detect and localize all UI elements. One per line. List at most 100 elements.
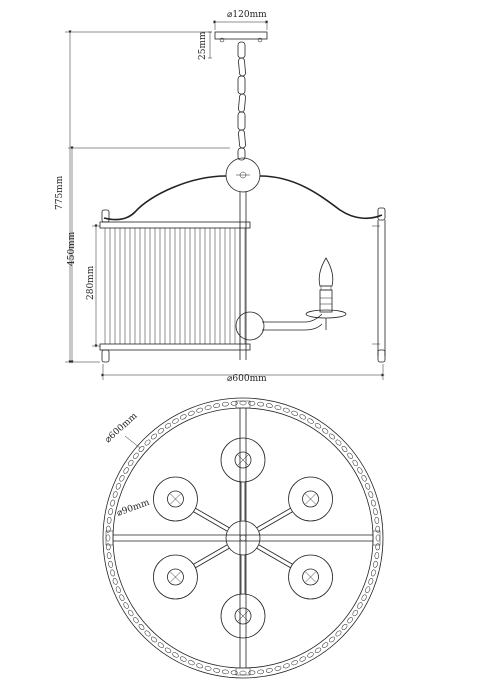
end-cap-left — [105, 530, 114, 546]
bead — [314, 423, 322, 429]
elevation-view: ⌀120mm 25mm 775mm 450mm 280mm ⌀600mm — [55, 10, 386, 384]
arm — [258, 511, 293, 532]
arm — [195, 547, 230, 569]
plan-hub — [225, 520, 261, 556]
bead — [144, 630, 151, 637]
candle-cup — [153, 476, 198, 522]
dim-shade-height: 280mm — [86, 265, 96, 300]
arm — [195, 507, 230, 529]
glass-rods — [104, 228, 246, 344]
bead — [248, 401, 256, 406]
bead — [335, 630, 342, 637]
bead — [322, 642, 329, 648]
bead — [329, 636, 336, 643]
bead — [314, 647, 322, 653]
bead — [150, 636, 157, 643]
bead — [110, 499, 115, 507]
bead — [180, 656, 187, 662]
arm — [256, 507, 291, 529]
bead — [368, 578, 374, 585]
bead — [307, 418, 314, 424]
dim-canopy-diameter: ⌀120mm — [227, 10, 267, 20]
inner-ring — [112, 407, 374, 669]
bead — [357, 602, 363, 609]
central-hub — [225, 157, 261, 193]
finial-top-left — [101, 209, 110, 223]
bead — [115, 483, 121, 490]
arm — [193, 511, 228, 532]
bead — [230, 401, 238, 406]
bead — [106, 525, 111, 533]
candle-cup — [288, 554, 333, 600]
arm — [256, 547, 291, 569]
bead — [374, 552, 380, 560]
bead — [368, 491, 374, 498]
bead — [221, 401, 229, 407]
bead — [357, 467, 363, 474]
bead — [375, 534, 381, 542]
arm — [193, 544, 228, 565]
bead — [213, 403, 221, 408]
bead — [257, 669, 265, 675]
bead — [106, 552, 112, 560]
end-cap-right — [372, 530, 381, 546]
bead — [352, 459, 358, 467]
finial-bottom-left — [101, 349, 110, 363]
shade-top-bar — [99, 221, 251, 229]
candle-cup — [220, 437, 266, 483]
bead — [221, 669, 229, 675]
bead — [204, 666, 212, 671]
bead — [374, 516, 380, 524]
bead — [248, 670, 256, 675]
dim-canopy-height: 25mm — [198, 31, 208, 60]
chain — [237, 41, 246, 161]
candle-cup — [153, 554, 198, 600]
bead — [188, 410, 195, 416]
bead — [110, 569, 115, 577]
bead — [341, 624, 348, 631]
bead — [196, 407, 203, 413]
bead — [230, 670, 238, 675]
bead — [239, 670, 247, 676]
candle-cup — [220, 593, 266, 639]
bead — [112, 491, 118, 498]
bead — [172, 418, 179, 424]
bead — [128, 609, 134, 617]
bead — [291, 660, 298, 666]
bead — [291, 410, 298, 416]
dim-total-height: 775mm — [55, 175, 65, 210]
bead — [108, 560, 113, 568]
bead — [307, 652, 314, 658]
candle-cup — [288, 476, 333, 522]
bead — [204, 405, 212, 410]
candle-arm — [262, 313, 323, 323]
bead — [283, 663, 290, 669]
bead — [265, 668, 273, 673]
bead — [150, 433, 157, 440]
bead — [133, 452, 139, 459]
dim-body-height: 450mm — [67, 231, 77, 266]
dim-width: ⌀600mm — [227, 374, 267, 384]
canopy-screw — [257, 37, 263, 43]
bead — [112, 578, 118, 585]
bead — [371, 499, 376, 507]
bead — [365, 483, 371, 490]
bead — [322, 428, 329, 434]
flame-bulb — [318, 257, 334, 287]
bead — [347, 452, 353, 459]
dim-plan-diameter: ⌀600mm — [103, 411, 140, 445]
bead — [361, 475, 367, 482]
canopy — [214, 31, 268, 40]
bead — [365, 586, 371, 593]
shade-bottom-bar — [99, 343, 251, 351]
bead — [180, 414, 187, 420]
bead — [196, 663, 203, 669]
bead — [119, 475, 125, 482]
bead — [347, 617, 353, 624]
bead — [188, 660, 195, 666]
bead — [274, 666, 282, 671]
bead — [106, 516, 112, 524]
bead — [352, 609, 358, 617]
arm-joint — [235, 311, 265, 341]
